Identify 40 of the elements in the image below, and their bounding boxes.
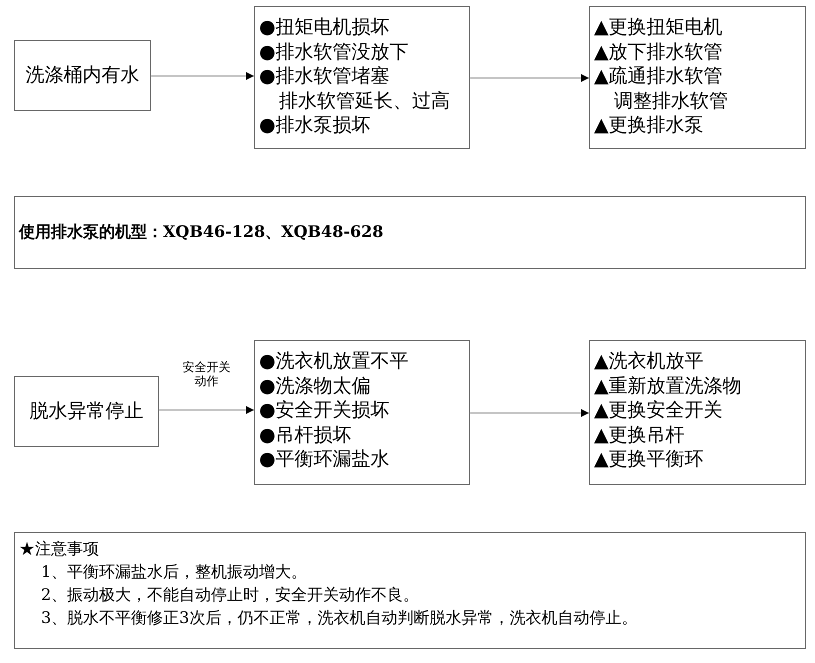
list-item: 调整排水软管	[613, 88, 729, 113]
list-box	[254, 340, 470, 485]
process-box	[14, 376, 159, 447]
list-item: ▲放下排水软管	[594, 40, 724, 64]
list-box	[589, 340, 806, 485]
process-box	[14, 40, 151, 111]
note-box	[14, 196, 806, 269]
note-item: 3、脱水不平衡修正3次后，仍不正常，洗衣机自动判断脱水异常，洗衣机自动停止。	[40, 607, 638, 629]
list-item: ●扭矩电机损坏	[259, 15, 391, 40]
list-item: ●洗衣机放置不平	[259, 349, 410, 374]
list-item: ▲更换吊杆	[594, 422, 686, 447]
note-box	[14, 532, 806, 649]
list-box	[254, 6, 470, 149]
list-item: ●安全开关损坏	[259, 398, 391, 422]
arrow	[158, 406, 254, 414]
list-item: ▲洗衣机放平	[594, 349, 705, 374]
note-item: 2、振动极大，不能自动停止时，安全开关动作不良。	[40, 584, 420, 606]
arrow	[470, 409, 590, 417]
box-text: 脱水异常停止	[30, 399, 144, 424]
list-item: ●洗涤物太偏	[259, 374, 372, 398]
list-item: ▲疏通排水软管	[594, 64, 724, 88]
arrow	[150, 72, 254, 80]
list-item: ▲更换平衡环	[594, 447, 705, 472]
box-text: 洗涤桶内有水	[26, 63, 140, 88]
list-box	[589, 6, 806, 149]
list-item: ▲更换排水泵	[594, 113, 705, 138]
list-item: ▲更换扭矩电机	[594, 15, 724, 40]
list-item: 排水软管延长、过高	[278, 88, 451, 113]
edge-label: 安全开关动作	[182, 360, 232, 388]
list-item: ●排水泵损坏	[259, 113, 372, 138]
note-heading: ★注意事项	[19, 538, 100, 560]
arrow	[470, 74, 590, 82]
list-item: ▲重新放置洗涤物	[594, 374, 743, 398]
list-item: ●排水软管没放下	[259, 40, 410, 64]
list-item: ●平衡环漏盐水	[259, 447, 391, 472]
list-item: ▲更换安全开关	[594, 398, 724, 422]
note-item: 1、平衡环漏盐水后，整机振动增大。	[40, 561, 308, 583]
note-text: 使用排水泵的机型：XQB46-128、XQB48-628	[19, 221, 384, 244]
list-item: ●排水软管堵塞	[259, 64, 391, 88]
list-item: ●吊杆损坏	[259, 422, 353, 447]
